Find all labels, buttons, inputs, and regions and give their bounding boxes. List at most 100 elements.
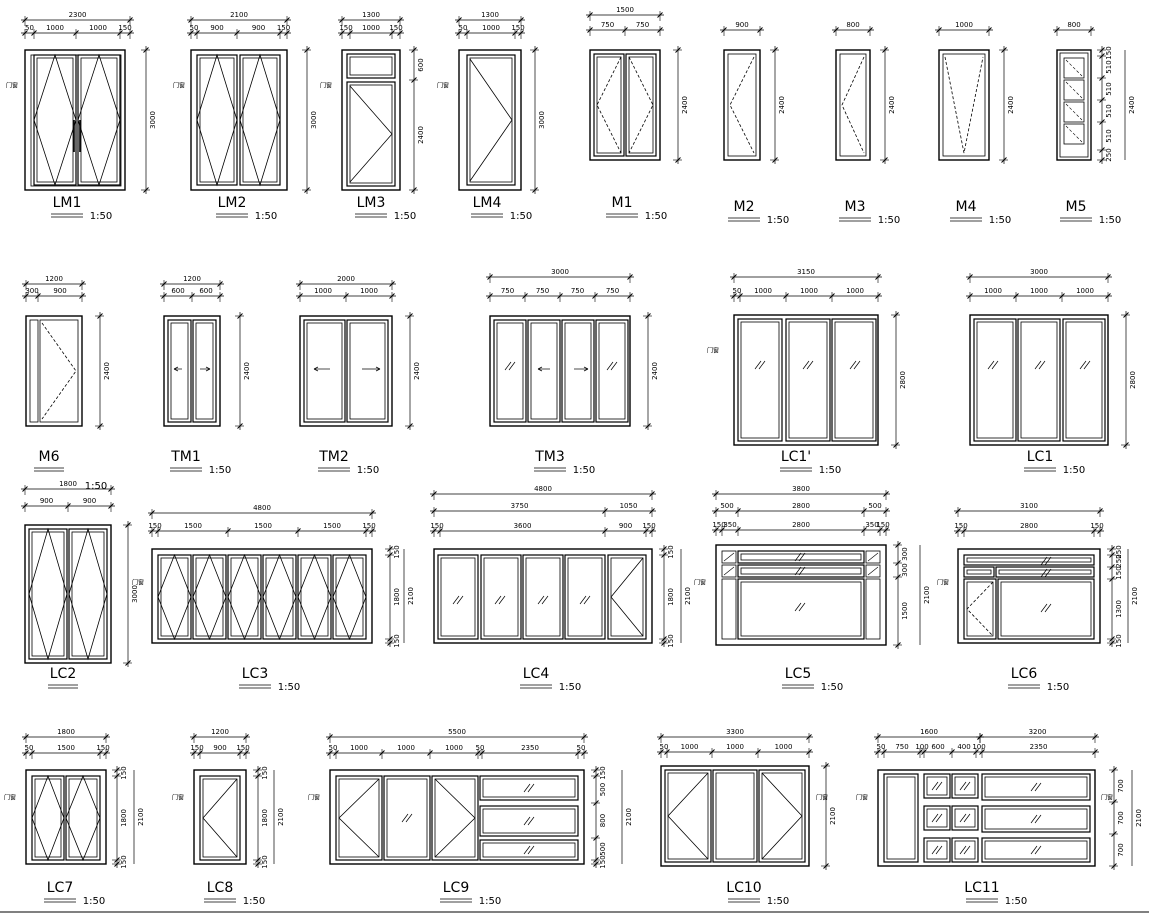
dim-label: 600 — [931, 743, 944, 751]
panel-frame — [31, 775, 65, 861]
dim-tick — [327, 734, 333, 740]
dim-tick — [893, 442, 899, 448]
dim-tick — [387, 552, 393, 558]
dim-tick — [22, 17, 28, 23]
dim-tick — [973, 749, 979, 755]
dim-label: 1800 — [261, 809, 269, 827]
dim-label: 50 — [190, 24, 199, 32]
dim-tick — [949, 749, 955, 755]
panel-glass — [68, 778, 98, 858]
dim-tick — [658, 749, 664, 755]
dim-tick — [877, 527, 883, 533]
unit-note: 门窗 — [937, 579, 949, 587]
panel-glass — [469, 57, 513, 183]
dim-tick — [155, 528, 161, 534]
unit-tag: LC1 — [1027, 449, 1053, 465]
dim-tick — [921, 749, 927, 755]
dim-tick — [1088, 27, 1094, 33]
panel-glass — [440, 557, 476, 637]
dim-tick — [593, 857, 599, 863]
glass-mark — [1030, 814, 1038, 824]
panel-frame — [737, 578, 865, 640]
dim-tick — [731, 293, 737, 299]
dim-tick — [518, 30, 524, 36]
opening-triangle — [761, 772, 803, 860]
dim-label: 1000 — [775, 743, 793, 751]
panel-frame — [493, 319, 527, 423]
dim-label: 3800 — [792, 485, 810, 493]
dim-tick — [1013, 293, 1019, 299]
panel-frame — [28, 528, 68, 660]
opening-diamond — [157, 553, 192, 641]
unit-scale: 1:50 — [821, 682, 843, 693]
frame — [839, 53, 867, 157]
frame — [660, 765, 810, 867]
dim-label: 3200 — [1029, 728, 1047, 736]
glass-lite — [1063, 123, 1085, 145]
dim-tick — [1099, 75, 1105, 81]
dim-tick — [1099, 147, 1105, 153]
dim-label: 3000 — [310, 111, 318, 129]
glass-mark — [1034, 814, 1042, 824]
dim-label: 150 — [118, 24, 131, 32]
dim-label: 50 — [25, 744, 34, 752]
dim-label: 50 — [25, 24, 34, 32]
dim-tick — [407, 313, 413, 319]
dim-tick — [882, 47, 888, 53]
glass-mark — [991, 360, 999, 370]
glass-mark — [508, 361, 516, 371]
panel-frame — [737, 550, 865, 564]
dim-tick — [407, 423, 413, 429]
slide-arrow-head — [537, 368, 543, 372]
dim-tick — [23, 293, 29, 299]
dim-label: 250 — [1115, 545, 1123, 558]
dim-tick — [79, 293, 85, 299]
lite-diag — [1065, 103, 1083, 121]
dim-tick — [1097, 528, 1103, 534]
dim-tick — [675, 157, 681, 163]
dim-label: 1200 — [211, 728, 229, 736]
unit-note: 门窗 — [6, 82, 18, 90]
unit-note: 门窗 — [856, 794, 868, 802]
dim-tick — [161, 293, 167, 299]
unit-tag: LC1' — [781, 449, 811, 465]
slide-arrow-head — [583, 368, 589, 372]
dim-tick — [593, 773, 599, 779]
dim-tick — [823, 763, 829, 769]
dim-tick — [883, 508, 889, 514]
dim-label: 1000 — [681, 743, 699, 751]
unit-scale: 1:50 — [1099, 215, 1121, 226]
dim-tick — [284, 17, 290, 23]
dim-tick — [645, 313, 651, 319]
dim-label: 750 — [536, 287, 549, 295]
unit-tag: LC9 — [443, 880, 469, 896]
unit-scale: 1:50 — [90, 211, 112, 222]
dim-tick — [97, 423, 103, 429]
panel-frame — [68, 528, 108, 660]
dim-tick — [861, 527, 867, 533]
panel-frame — [981, 837, 1091, 863]
dim-label: 3000 — [1030, 268, 1048, 276]
dim-tick — [1109, 552, 1115, 558]
dim-tick — [1092, 734, 1098, 740]
glass-mark — [523, 845, 531, 855]
glass-mark — [806, 360, 814, 370]
unit-scale: 1:50 — [645, 211, 667, 222]
panel-glass — [496, 322, 524, 420]
panel-frame — [883, 773, 919, 863]
panel-glass — [567, 557, 603, 637]
unit-scale: 1:50 — [255, 211, 277, 222]
dim-tick — [191, 734, 197, 740]
dim-label: 150 — [1115, 634, 1123, 647]
panel-frame — [923, 773, 951, 799]
glass-mark — [452, 595, 460, 605]
unit-tag: LC2 — [50, 666, 76, 682]
dim-label: 150 — [120, 855, 128, 868]
dim-label: 50 — [733, 287, 742, 295]
glass-mark — [1044, 603, 1052, 613]
dim-label: 150 — [642, 522, 655, 530]
panel-frame — [564, 554, 606, 640]
